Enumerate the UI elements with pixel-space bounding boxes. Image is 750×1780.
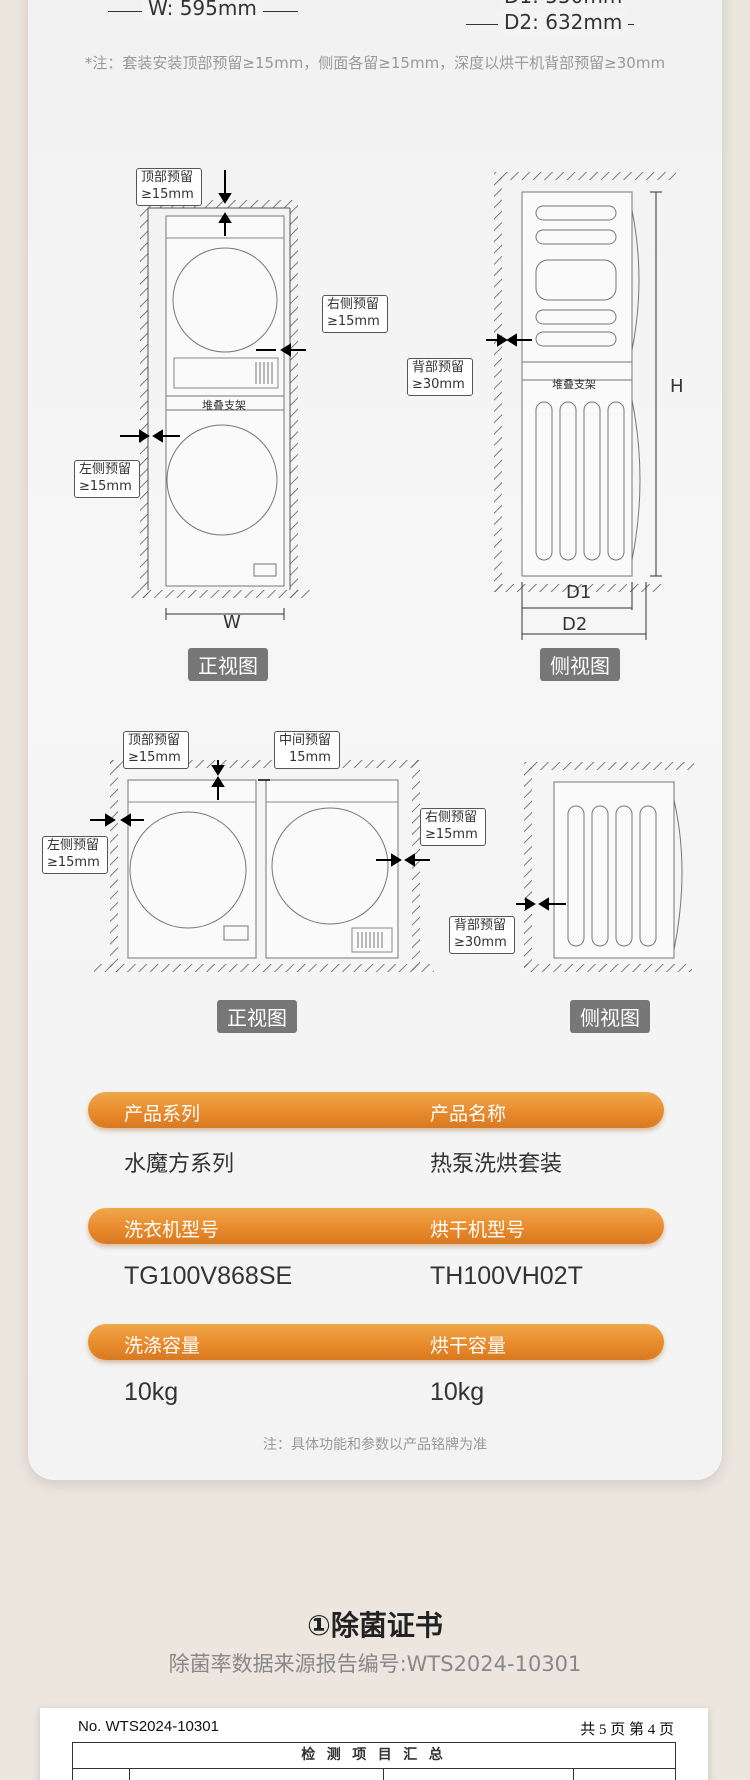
- sbs-back-clearance: 背部预留 ≥30mm: [449, 916, 515, 954]
- stacked-front-kit-label: 堆叠支架: [202, 399, 246, 412]
- spec-label-washer-model: 洗衣机型号: [124, 1219, 220, 1241]
- stacked-front-caption: 正视图: [188, 648, 268, 681]
- stacked-side-back-clearance: 背部预留 ≥30mm: [407, 358, 473, 396]
- d1-symbol: D1: [566, 582, 592, 603]
- depth2-label: D2: 632mm: [498, 10, 629, 34]
- spec-bar-models: 洗衣机型号 烘干机型号: [88, 1208, 664, 1244]
- report-page-info: 共 5 页 第 4 页: [580, 1722, 674, 1738]
- width-label: W: 595mm: [142, 0, 263, 20]
- spec-value-dryer-model: TH100VH02T: [430, 1262, 583, 1290]
- stacked-front-right-clearance: 右侧预留 ≥15mm: [322, 295, 388, 333]
- table-col-divider: [129, 1769, 130, 1780]
- report-table: 检 测 项 目 汇 总: [72, 1742, 676, 1780]
- stacked-side-diagram: [486, 172, 676, 640]
- stacked-front-top-clearance: 顶部预留 ≥15mm: [136, 168, 202, 206]
- sbs-top-clearance: 顶部预留 ≥15mm: [123, 731, 189, 769]
- side-by-side-front-diagram: [90, 760, 434, 972]
- stacked-side-caption: 侧视图: [540, 648, 620, 681]
- install-note: *注：套装安装顶部预留≥15mm，侧面各留≥15mm，深度以烘干机背部预留≥30…: [84, 54, 666, 72]
- report-number: No. WTS2024-10301: [78, 1718, 219, 1735]
- certificate-title: ①除菌证书: [307, 1609, 443, 1642]
- d2-symbol: D2: [562, 614, 588, 635]
- spec-label-name: 产品名称: [430, 1103, 507, 1125]
- spec-value-washer-model: TG100V868SE: [124, 1262, 293, 1290]
- spec-bar-capacity: 洗涤容量 烘干容量: [88, 1324, 664, 1360]
- spec-value-dry-capacity: 10kg: [430, 1378, 485, 1406]
- certificate-document: No. WTS2024-10301 共 5 页 第 4 页 检 测 项 目 汇 …: [40, 1708, 708, 1780]
- spec-label-series: 产品系列: [124, 1103, 201, 1125]
- sbs-left-clearance: 左侧预留 ≥15mm: [42, 836, 108, 874]
- height-symbol: H: [670, 376, 684, 397]
- spec-value-name: 热泵洗烘套装: [430, 1152, 563, 1177]
- stacked-front-left-clearance: 左侧预留 ≥15mm: [74, 460, 140, 498]
- spec-bar-series: 产品系列 产品名称: [88, 1092, 664, 1128]
- spec-note: 注：具体功能和参数以产品铭牌为准: [263, 1437, 487, 1453]
- table-col-divider: [383, 1769, 384, 1780]
- stacked-front-diagram: [120, 170, 310, 620]
- stacked-side-kit-label: 堆叠支架: [552, 378, 596, 391]
- depth1-label: D1: 550mm: [498, 0, 629, 8]
- report-table-header: 检 测 项 目 汇 总: [73, 1743, 675, 1769]
- table-col-divider: [573, 1769, 574, 1780]
- sbs-right-clearance: 右侧预留 ≥15mm: [420, 808, 486, 846]
- spec-label-dryer-model: 烘干机型号: [430, 1219, 526, 1241]
- spec-label-wash-capacity: 洗涤容量: [124, 1335, 201, 1357]
- spec-label-dry-capacity: 烘干容量: [430, 1335, 507, 1357]
- certificate-subtitle: 除菌率数据来源报告编号:WTS2024-10301: [168, 1652, 582, 1676]
- sbs-middle-clearance: 中间预留 15mm: [274, 731, 340, 769]
- spec-value-wash-capacity: 10kg: [124, 1378, 179, 1406]
- spec-value-series: 水魔方系列: [124, 1152, 235, 1177]
- sbs-front-caption: 正视图: [217, 1000, 297, 1033]
- width-symbol: W: [223, 612, 241, 633]
- sbs-side-caption: 侧视图: [570, 1000, 650, 1033]
- side-by-side-side-diagram: [516, 762, 694, 972]
